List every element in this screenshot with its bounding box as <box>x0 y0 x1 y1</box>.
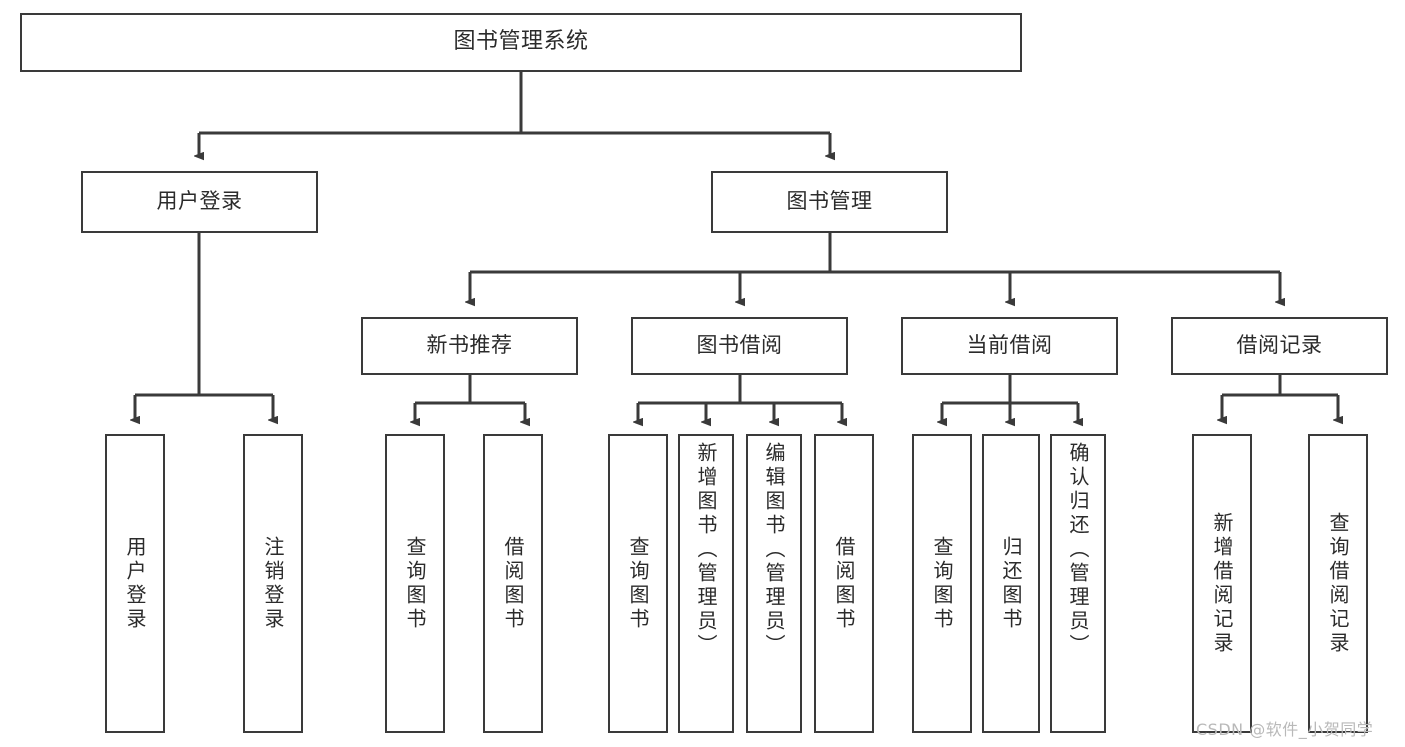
node-borrow-record[interactable]: 借阅记录 <box>1171 317 1388 375</box>
leaf-return-book[interactable]: 归还图书 <box>982 434 1040 733</box>
leaf-borrow-book-recommend[interactable]: 借阅图书 <box>483 434 543 733</box>
node-label: 借阅图书 <box>832 535 856 632</box>
node-label: 新书推荐 <box>426 333 513 358</box>
node-label: 用户登录 <box>123 535 147 632</box>
leaf-add-borrow-record[interactable]: 新增借阅记录 <box>1192 434 1252 733</box>
node-label: 归还图书 <box>999 535 1023 632</box>
node-label: 查询图书 <box>930 535 954 632</box>
node-label: 查询图书 <box>626 535 650 632</box>
leaf-query-borrow-record[interactable]: 查询借阅记录 <box>1308 434 1368 733</box>
node-label: 图书管理系统 <box>453 29 589 55</box>
node-label: 图书管理 <box>786 189 873 214</box>
node-root-system[interactable]: 图书管理系统 <box>20 13 1022 72</box>
leaf-user-login[interactable]: 用户登录 <box>105 434 165 733</box>
node-label: 确认归还（管理员） <box>1066 442 1090 658</box>
node-current-borrow[interactable]: 当前借阅 <box>901 317 1118 375</box>
node-label: 注销登录 <box>261 535 285 632</box>
watermark: CSDN @软件_小贺同学 <box>1196 720 1374 739</box>
leaf-confirm-return-admin[interactable]: 确认归还（管理员） <box>1050 434 1106 733</box>
leaf-borrow-book-borrow[interactable]: 借阅图书 <box>814 434 874 733</box>
leaf-query-book-recommend[interactable]: 查询图书 <box>385 434 445 733</box>
node-label: 新增借阅记录 <box>1210 511 1234 656</box>
node-book-manage[interactable]: 图书管理 <box>711 171 948 233</box>
leaf-logout-login[interactable]: 注销登录 <box>243 434 303 733</box>
node-user-login[interactable]: 用户登录 <box>81 171 318 233</box>
node-label: 查询图书 <box>403 535 427 632</box>
leaf-edit-book-admin[interactable]: 编辑图书（管理员） <box>746 434 802 733</box>
node-label: 用户登录 <box>156 189 243 214</box>
node-label: 借阅记录 <box>1236 333 1323 358</box>
leaf-query-book-borrow[interactable]: 查询图书 <box>608 434 668 733</box>
node-label: 图书借阅 <box>696 333 783 358</box>
node-label: 借阅图书 <box>501 535 525 632</box>
leaf-add-book-admin[interactable]: 新增图书（管理员） <box>678 434 734 733</box>
node-label: 当前借阅 <box>966 333 1053 358</box>
node-label: 编辑图书（管理员） <box>762 442 786 658</box>
node-new-book-recommend[interactable]: 新书推荐 <box>361 317 578 375</box>
leaf-query-book-current[interactable]: 查询图书 <box>912 434 972 733</box>
node-label: 新增图书（管理员） <box>694 442 718 658</box>
node-book-borrow[interactable]: 图书借阅 <box>631 317 848 375</box>
node-label: 查询借阅记录 <box>1326 511 1350 656</box>
